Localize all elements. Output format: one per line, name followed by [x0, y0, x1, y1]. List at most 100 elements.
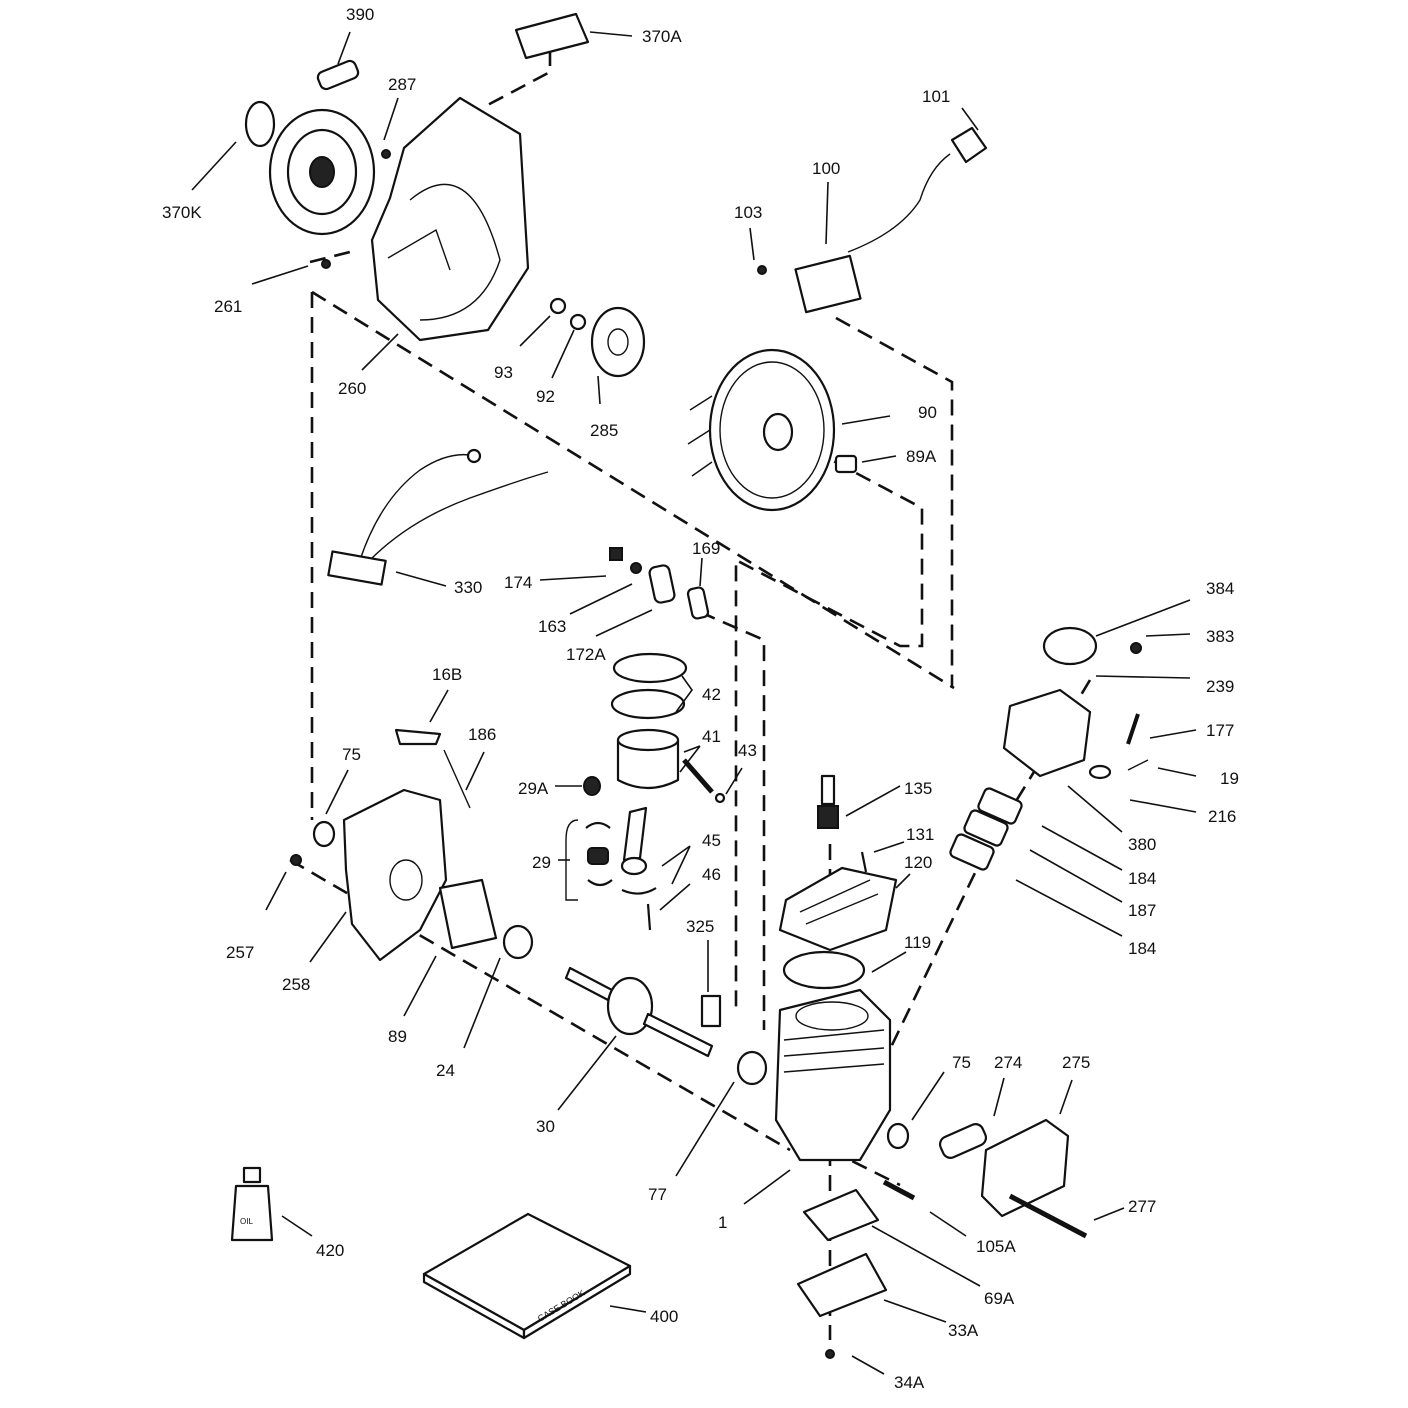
label-277: 277	[1128, 1197, 1156, 1216]
label-370k: 370K	[162, 203, 202, 222]
label-186: 186	[468, 725, 496, 744]
gasket-274	[938, 1123, 988, 1159]
screw-257	[290, 854, 302, 866]
gasket-184-upper	[977, 787, 1023, 825]
label-1: 1	[718, 1213, 727, 1232]
label-258: 258	[282, 975, 310, 994]
wrist-pin-41	[682, 758, 714, 794]
label-89: 89	[388, 1027, 407, 1046]
bearing-77	[736, 1050, 768, 1086]
label-172a: 172A	[566, 645, 606, 664]
gasket-89	[438, 878, 498, 950]
label-370a: 370A	[642, 27, 682, 46]
label-100: 100	[812, 159, 840, 178]
label-89a: 89A	[906, 447, 937, 466]
label-46: 46	[702, 865, 721, 884]
label-384: 384	[1206, 579, 1234, 598]
label-420: 420	[316, 1241, 344, 1260]
key-89a	[834, 454, 858, 474]
gasket-119	[782, 950, 866, 990]
spring-186	[443, 749, 471, 809]
label-42: 42	[702, 685, 721, 704]
head-cover-120	[778, 866, 898, 952]
crankshaft-30	[564, 966, 714, 1058]
label-325: 325	[686, 917, 714, 936]
gasket-169	[686, 586, 710, 620]
wire-harness-330	[327, 448, 549, 586]
muffler-275	[980, 1118, 1070, 1218]
blower-housing-260	[370, 96, 530, 342]
seal-75-left	[312, 820, 336, 848]
label-101: 101	[922, 87, 950, 106]
rod-cap-46	[621, 887, 657, 931]
screw-261	[321, 259, 331, 269]
label-30: 30	[536, 1117, 555, 1136]
label-90: 90	[918, 403, 937, 422]
label-75-right: 75	[952, 1053, 971, 1072]
oil-bottle-text: OIL	[240, 1217, 253, 1226]
starter-handle-390	[316, 59, 360, 91]
gasket-184-lower	[949, 833, 995, 871]
screw-383	[1130, 642, 1142, 654]
piston-rings-42	[610, 652, 688, 720]
label-216: 216	[1208, 807, 1236, 826]
flywheel-90	[687, 348, 836, 512]
bracket-325	[700, 994, 722, 1028]
bolt-277	[1008, 1193, 1088, 1239]
label-75-left: 75	[342, 745, 361, 764]
ignition-module-100	[794, 153, 951, 314]
bearing-24	[502, 924, 534, 960]
crankcase-half-258	[342, 788, 448, 962]
gasket-69a	[802, 1188, 880, 1242]
label-103: 103	[734, 203, 762, 222]
label-274: 274	[994, 1053, 1022, 1072]
connecting-rod-45	[620, 806, 648, 876]
part-number-labels: 390 370A 287 370K 101 100 103 261 260 93…	[162, 5, 1239, 1392]
screw-34a	[825, 1349, 835, 1359]
label-275: 275	[1062, 1053, 1090, 1072]
label-19: 19	[1220, 769, 1239, 788]
label-380: 380	[1128, 835, 1156, 854]
label-261: 261	[214, 297, 242, 316]
label-184-upper: 184	[1128, 869, 1156, 888]
engine-block-1	[774, 988, 892, 1162]
bearing-set-29	[585, 821, 613, 887]
gasket-187	[963, 809, 1009, 847]
nut-93	[549, 297, 567, 315]
label-43: 43	[738, 741, 757, 760]
label-257: 257	[226, 943, 254, 962]
label-119: 119	[904, 933, 931, 952]
plug-174	[609, 547, 623, 561]
label-174: 174	[504, 573, 532, 592]
screw-103	[757, 265, 767, 275]
gasket-172a	[648, 564, 676, 604]
label-383: 383	[1206, 627, 1234, 646]
label-77: 77	[648, 1185, 667, 1204]
label-390: 390	[346, 5, 374, 24]
label-163: 163	[538, 617, 566, 636]
label-45: 45	[702, 831, 721, 850]
spark-plug-135	[817, 774, 839, 829]
cover-33a	[796, 1252, 888, 1318]
label-93: 93	[494, 363, 513, 382]
label-177: 177	[1206, 721, 1234, 740]
recoil-starter	[268, 108, 376, 236]
label-330: 330	[454, 578, 482, 597]
label-24: 24	[436, 1061, 455, 1080]
label-69a: 69A	[984, 1289, 1015, 1308]
part-163	[630, 562, 642, 574]
o-ring-370k	[244, 100, 276, 148]
leader-lines	[191, 31, 1197, 1375]
screw-131	[860, 851, 868, 873]
spark-boot-101	[950, 126, 988, 164]
label-16b: 16B	[432, 665, 462, 684]
label-285: 285	[590, 421, 618, 440]
air-filter-cover-384	[1042, 626, 1098, 666]
label-400: 400	[650, 1307, 678, 1326]
label-29: 29	[532, 853, 551, 872]
washer-92	[569, 313, 587, 331]
bearing-29a	[583, 776, 601, 796]
label-187: 187	[1128, 901, 1156, 920]
stud-105a	[882, 1179, 916, 1201]
